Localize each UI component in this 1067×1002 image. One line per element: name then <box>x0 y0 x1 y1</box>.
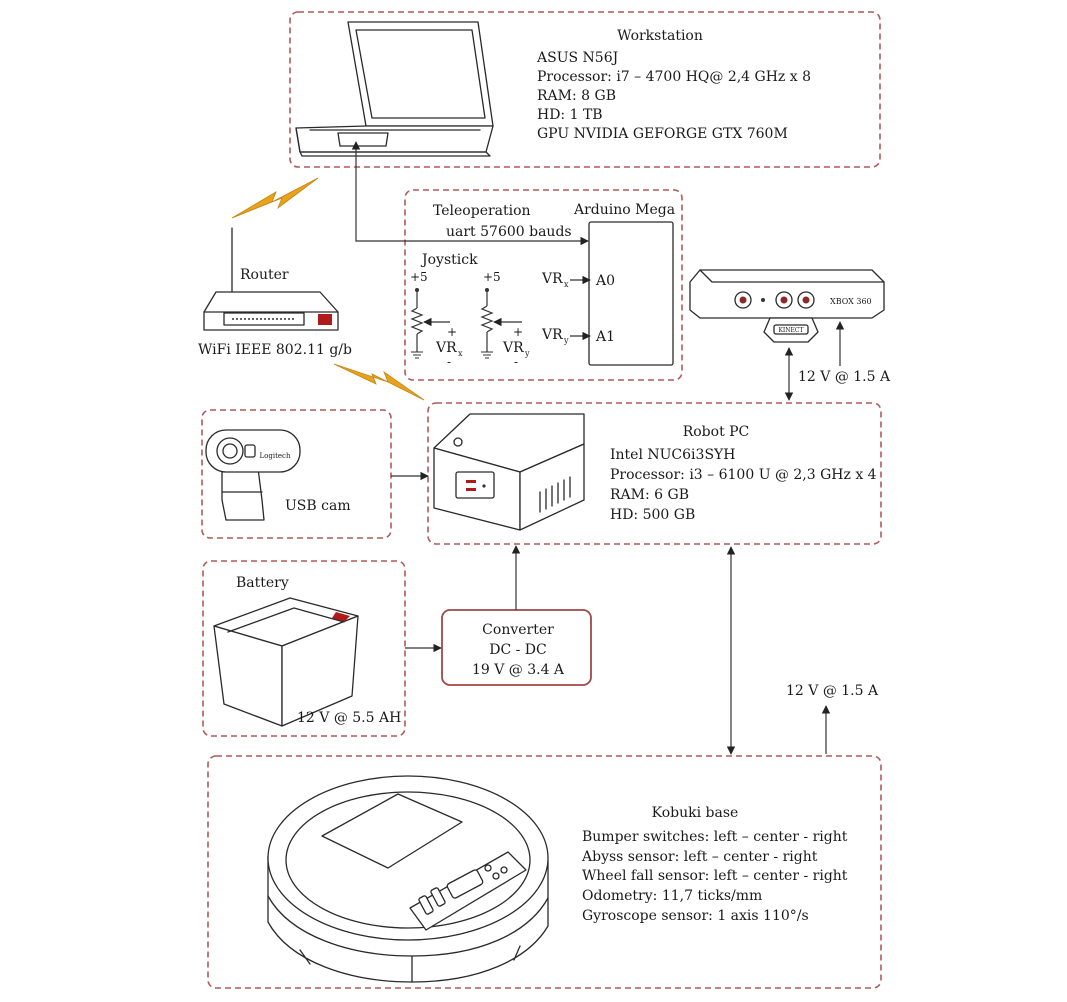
robot-pc-spec: HD: 500 GB <box>610 507 695 523</box>
webcam-brand: Logitech <box>260 452 291 460</box>
battery-label: Battery <box>236 575 289 591</box>
battery-icon <box>213 597 359 727</box>
vrx-input-label: VR <box>541 271 563 287</box>
usb-cam-label: USB cam <box>285 498 351 514</box>
potentiometer-y: +5 + VR y - <box>480 270 530 369</box>
teleoperation-title: Teleoperation <box>433 203 531 219</box>
kobuki-spec: Wheel fall sensor: left – center - right <box>582 868 848 884</box>
robot-pc-spec: Intel NUC6i3SYH <box>610 447 735 463</box>
uart-label: uart 57600 bauds <box>446 224 572 240</box>
kinect-logo-text: XBOX 360 <box>830 297 872 306</box>
kobuki-robot-icon <box>267 775 549 983</box>
kobuki-spec: Bumper switches: left – center - right <box>582 829 848 845</box>
kinect-power-label: 12 V @ 1.5 A <box>798 369 891 385</box>
svg-text:+5: +5 <box>410 270 428 284</box>
kinect-icon <box>689 269 885 343</box>
svg-text:VR: VR <box>502 340 524 356</box>
webcam-icon <box>205 429 301 521</box>
svg-text:VR: VR <box>435 340 457 356</box>
arduino-board <box>588 221 674 366</box>
svg-text:x: x <box>564 280 569 289</box>
converter-line: DC - DC <box>489 642 547 658</box>
workstation-spec: ASUS N56J <box>536 50 618 66</box>
robot-pc-spec: RAM: 6 GB <box>610 487 689 503</box>
potentiometer-x: +5 + VR x - <box>410 270 463 369</box>
svg-text:+: + <box>447 325 457 339</box>
robot-pc-title: Robot PC <box>683 424 750 440</box>
wireless-link-icon <box>333 363 425 401</box>
svg-text:x: x <box>458 349 463 358</box>
svg-text:y: y <box>563 336 569 345</box>
svg-text:+5: +5 <box>483 270 501 284</box>
workstation-title: Workstation <box>617 28 703 44</box>
usb-cam-box <box>201 409 392 539</box>
kobuki-box <box>207 755 882 989</box>
svg-text:y: y <box>524 349 530 358</box>
battery-box <box>202 560 406 737</box>
wifi-label: WiFi IEEE 802.11 g/b <box>198 342 352 358</box>
laptop-icon <box>295 21 494 157</box>
workstation-spec: HD: 1 TB <box>537 107 603 123</box>
uart-connection <box>351 141 589 246</box>
arduino-label: Arduino Mega <box>573 202 675 218</box>
router-icon <box>203 227 339 331</box>
pin-a0: A0 <box>595 273 615 289</box>
kinect-tag: KINECT <box>778 327 803 334</box>
battery-rating: 12 V @ 5.5 AH <box>297 710 401 726</box>
converter-line: Converter <box>482 622 554 638</box>
wireless-link-icon <box>231 177 319 219</box>
kobuki-power-label: 12 V @ 1.5 A <box>786 683 879 699</box>
joystick-label: Joystick <box>420 252 478 268</box>
kobuki-spec: Gyroscope sensor: 1 axis 110°/s <box>582 908 809 924</box>
nuc-pc-icon <box>433 413 585 531</box>
svg-text:+: + <box>513 325 523 339</box>
workstation-spec: GPU NVIDIA GEFORGE GTX 760M <box>537 126 788 142</box>
workstation-spec: RAM: 8 GB <box>537 88 616 104</box>
converter-line: 19 V @ 3.4 A <box>472 662 565 678</box>
vry-input-label: VR <box>541 327 563 343</box>
svg-text:-: - <box>514 355 518 369</box>
kobuki-spec: Odometry: 11,7 ticks/mm <box>582 888 762 904</box>
workstation-spec: Processor: i7 – 4700 HQ@ 2,4 GHz x 8 <box>537 69 811 85</box>
robot-pc-spec: Processor: i3 – 6100 U @ 2,3 GHz x 4 <box>610 467 877 483</box>
svg-text:-: - <box>447 355 451 369</box>
pin-a1: A1 <box>595 329 615 345</box>
robot-pc-box <box>427 402 882 545</box>
kobuki-title: Kobuki base <box>652 805 739 821</box>
kobuki-spec: Abyss sensor: left – center - right <box>581 849 818 865</box>
router-label: Router <box>240 267 289 283</box>
